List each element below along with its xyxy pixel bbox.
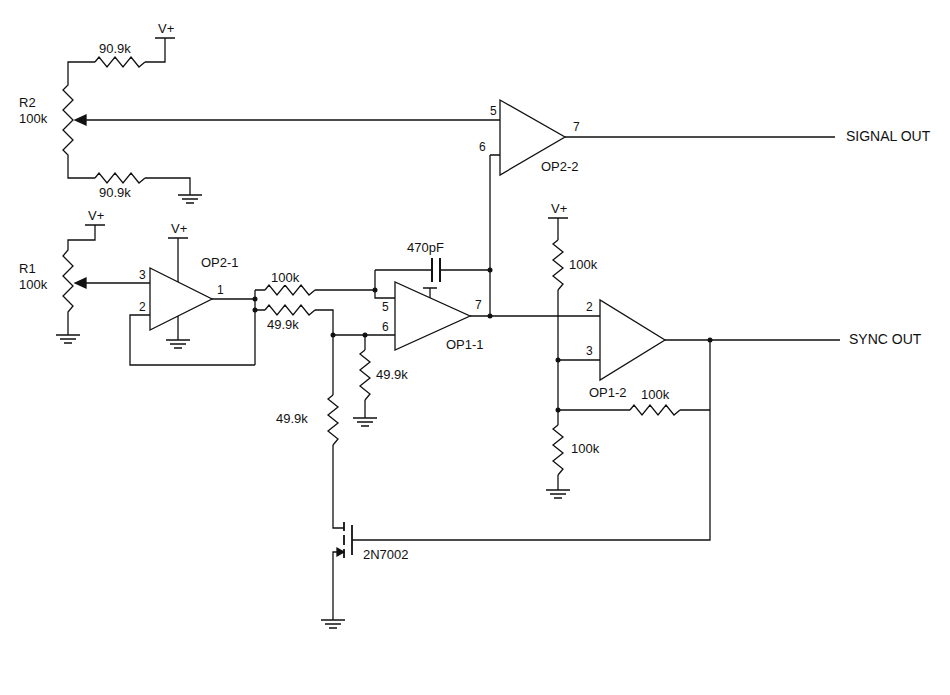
pin-number: 7 <box>572 120 581 134</box>
pin-number: 3 <box>138 268 147 282</box>
component-value: 470pF <box>406 241 445 255</box>
supply-label: V+ <box>157 22 175 36</box>
supply-label: V+ <box>550 202 568 216</box>
wiper-arrow <box>75 278 86 288</box>
component-value: 100k <box>270 271 300 285</box>
component-name: OP2-2 <box>540 160 580 174</box>
junction-dot <box>331 333 336 338</box>
wiper-arrow <box>75 115 86 125</box>
component-value: 49.9k <box>275 412 309 426</box>
capacitor-symbol <box>432 258 440 282</box>
component-value: 90.9k <box>98 186 132 200</box>
component-value: 49.9k <box>375 368 409 382</box>
junction-dot <box>253 297 258 302</box>
component-name: R1 <box>18 262 37 276</box>
opamp-symbol <box>150 268 212 330</box>
resistor-symbol <box>630 405 680 415</box>
mosfet-symbol <box>344 522 352 558</box>
component-value: 49.9k <box>266 318 300 332</box>
resistor-symbol <box>265 305 315 315</box>
pin-number: 6 <box>381 320 390 334</box>
resistor-symbol <box>553 240 563 290</box>
pin-number: 2 <box>138 300 147 314</box>
component-name: 2N7002 <box>362 548 410 562</box>
component-value: 100k <box>18 278 48 292</box>
resistor-symbol <box>360 350 370 400</box>
component-name: R2 <box>18 96 37 110</box>
junction-dot <box>253 308 258 313</box>
component-name: OP1-1 <box>445 338 485 352</box>
junction-dot <box>708 338 713 343</box>
pin-number: 5 <box>489 104 498 118</box>
supply-label: V+ <box>170 222 188 236</box>
pin-number: 7 <box>474 298 483 312</box>
component-name: OP1-2 <box>588 386 628 400</box>
junction-dot <box>556 408 561 413</box>
junction-dot <box>253 268 713 413</box>
component-value: 100k <box>570 442 600 456</box>
resistor-symbol <box>95 173 145 183</box>
component-value: 90.9k <box>98 42 132 56</box>
resistor-symbol <box>328 395 338 445</box>
junction-dot <box>488 314 493 319</box>
resistor-symbol <box>95 57 145 67</box>
resistor-symbol <box>265 285 315 295</box>
signal-name: SYNC OUT <box>848 332 922 346</box>
pin-number: 6 <box>478 140 487 154</box>
pin-number: 3 <box>585 344 594 358</box>
opamp-symbol <box>600 300 665 380</box>
junction-dot <box>556 358 561 363</box>
supply-label: V+ <box>87 209 105 223</box>
pin-number: 2 <box>585 300 594 314</box>
signal-name: SIGNAL OUT <box>845 129 931 143</box>
junction-dot <box>363 333 368 338</box>
component-value: 100k <box>568 258 598 272</box>
junction-dot <box>373 288 378 293</box>
potentiometer-symbol <box>63 245 73 320</box>
component-name: OP2-1 <box>200 256 240 270</box>
resistor-symbol <box>553 425 563 475</box>
junction-dot <box>488 268 493 273</box>
component-value: 100k <box>18 112 48 126</box>
ground-symbol <box>56 195 570 628</box>
component-value: 100k <box>640 388 670 402</box>
pin-number: 5 <box>381 300 390 314</box>
wire <box>68 38 840 620</box>
pin-number: 1 <box>216 283 225 297</box>
potentiometer-symbol <box>63 80 73 160</box>
